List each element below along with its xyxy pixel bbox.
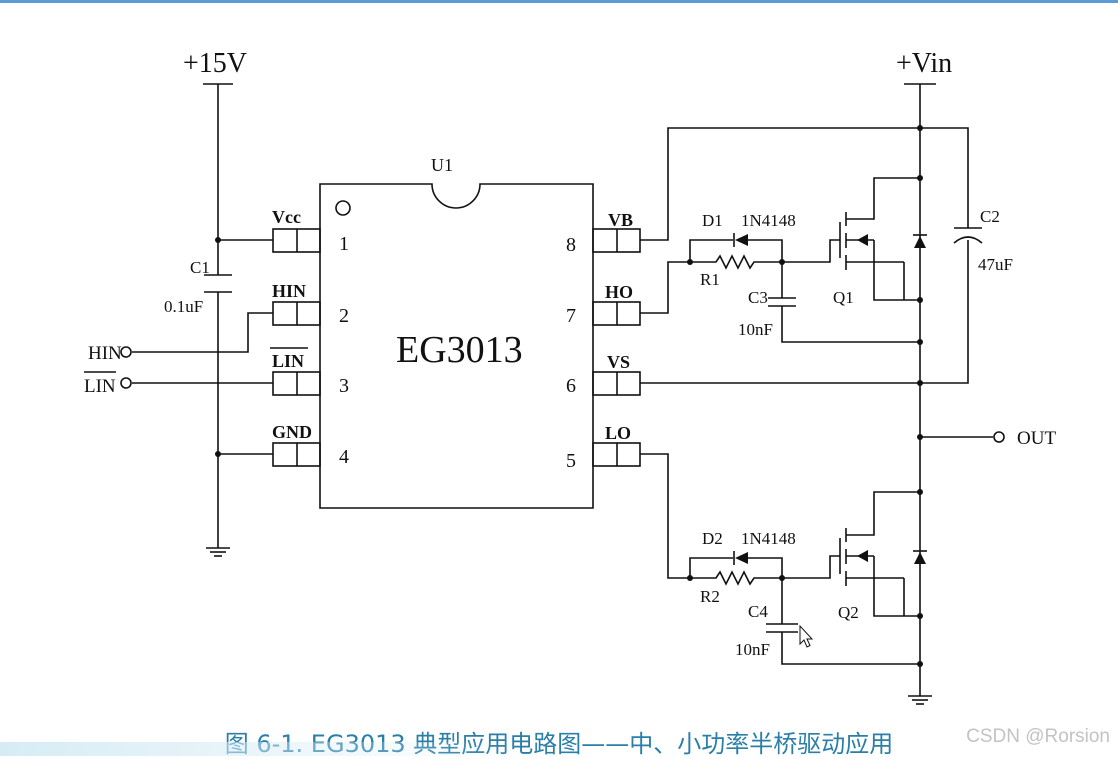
mosfet-q1: Q1 [833, 177, 927, 307]
hin-input-terminal: HIN [88, 343, 132, 364]
pin-number-8: 8 [566, 234, 576, 256]
c2-value: 47uF [978, 255, 1013, 274]
c4-value: 10nF [735, 640, 770, 659]
capacitor-c4: C4 10nF [735, 602, 798, 659]
pin-name-vb: VB [608, 210, 633, 230]
capacitor-c2: C2 47uF [953, 207, 1013, 274]
pin-number-1: 1 [339, 233, 349, 255]
hin-input-label: HIN [88, 343, 122, 364]
r2-ref: R2 [700, 587, 720, 606]
d2-ref: D2 [702, 529, 723, 548]
chip-name: EG3013 [396, 329, 523, 371]
c1-ref: C1 [190, 258, 210, 277]
pin-number-7: 7 [566, 305, 576, 327]
pin-number-4: 4 [339, 446, 349, 468]
vcc-supply-label: +15V [183, 48, 247, 79]
diode-d2: D2 1N4148 [702, 529, 796, 565]
pin-name-lo: LO [605, 423, 631, 443]
resistor-r2: R2 [690, 570, 782, 606]
pin-name-hin: HIN [272, 281, 306, 301]
capacitor-c1: C1 0.1uF [164, 258, 232, 316]
lin-input-terminal: LIN [84, 371, 132, 397]
out-terminal: OUT [920, 428, 1056, 449]
vcc-supply: +15V [183, 48, 247, 548]
ground-symbol-left [206, 547, 230, 557]
pin-name-ho: HO [605, 282, 633, 302]
c3-ref: C3 [748, 288, 768, 307]
pin-number-5: 5 [566, 450, 576, 472]
watermark: CSDN @Rorsion [966, 726, 1110, 747]
vin-supply: +Vin [896, 48, 952, 696]
bottom-decoration [0, 742, 520, 756]
q2-ref: Q2 [838, 603, 859, 622]
c1-value: 0.1uF [164, 297, 203, 316]
c2-ref: C2 [980, 207, 1000, 226]
d2-value: 1N4148 [741, 529, 796, 548]
resistor-r1: R1 [690, 254, 782, 289]
mosfet-q2: Q2 [838, 491, 927, 622]
pin-name-vs: VS [607, 352, 630, 372]
r1-ref: R1 [700, 270, 720, 289]
mouse-cursor-icon [799, 624, 814, 648]
capacitor-c3: C3 10nF [738, 288, 796, 339]
lin-input-label: LIN [84, 376, 116, 397]
top-border [0, 0, 1118, 3]
d1-value: 1N4148 [741, 211, 796, 230]
pin-name-vcc: Vcc [272, 207, 301, 227]
chip-eg3013: U1 EG3013 [319, 155, 594, 509]
d1-ref: D1 [702, 211, 723, 230]
pin-name-gnd: GND [272, 422, 312, 442]
c4-ref: C4 [748, 602, 768, 621]
pin-boxes-left [272, 228, 321, 467]
c3-value: 10nF [738, 320, 773, 339]
diode-d1: D1 1N4148 [702, 211, 796, 247]
vin-supply-label: +Vin [896, 48, 952, 79]
chip-ref: U1 [431, 155, 453, 175]
q1-ref: Q1 [833, 288, 854, 307]
schematic-diagram: +15V C1 0.1uF HIN LIN U1 EG3013 [84, 48, 1056, 705]
pin-number-3: 3 [339, 375, 349, 397]
pin-number-2: 2 [339, 305, 349, 327]
ground-symbol-right [908, 695, 932, 705]
pin-number-6: 6 [566, 375, 576, 397]
pin-name-lin: LIN [272, 351, 304, 371]
out-label: OUT [1017, 428, 1056, 449]
